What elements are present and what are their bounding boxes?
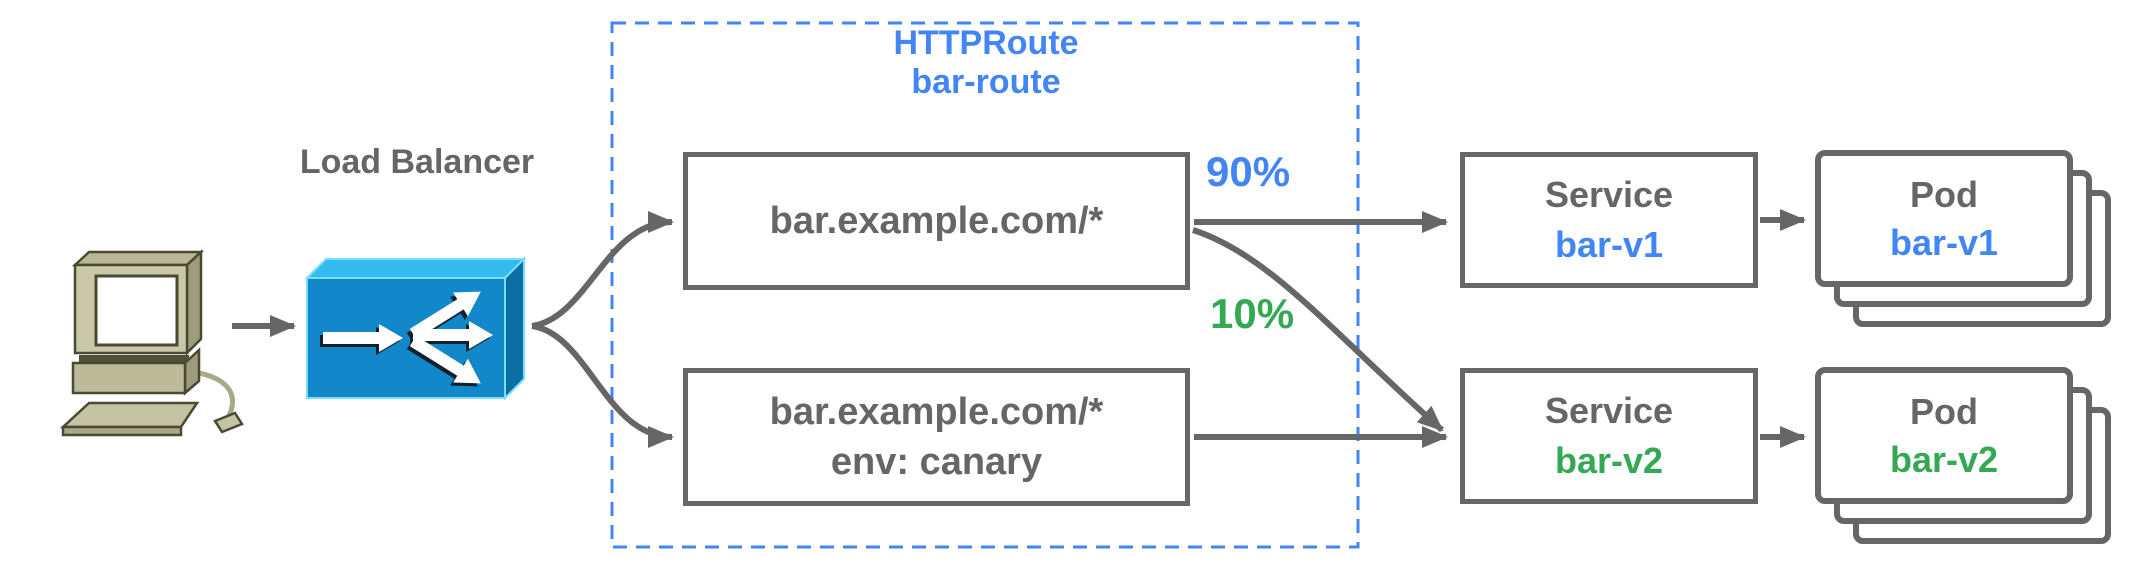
httproute-name: bar-route: [911, 63, 1061, 101]
httproute-boundary: [610, 21, 1360, 549]
load-balancer-icon: [304, 256, 527, 401]
arrow-rule1-to-service2-canary: [1192, 227, 1444, 433]
service-1-kind: Service: [1544, 174, 1674, 215]
arrow-lb-to-rule2: [531, 323, 674, 448]
load-balancer-label: Load Balancer: [299, 143, 535, 181]
service-box-bar-v1: Service bar-v1: [1460, 152, 1758, 288]
client-computer-icon: [59, 249, 244, 437]
pod-2-kind: Pod: [1910, 390, 1978, 432]
pod-1-kind: Pod: [1910, 173, 1978, 215]
service-2-kind: Service: [1544, 390, 1674, 431]
service-box-bar-v2: Service bar-v2: [1460, 368, 1758, 504]
route-rule-2-header: env: canary: [830, 441, 1043, 483]
route-rule-box-1: bar.example.com/*: [683, 152, 1190, 290]
weight-90-label: 90%: [1206, 148, 1291, 195]
pod-card-bar-v2: Pod bar-v2: [1815, 367, 2073, 504]
service-1-name: bar-v1: [1554, 224, 1664, 265]
pod-stack-bar-v2: Pod bar-v2: [1815, 367, 2115, 554]
httproute-kind: HTTPRoute: [893, 24, 1079, 62]
route-rule-box-2: bar.example.com/* env: canary: [683, 368, 1190, 506]
httproute-title: HTTPRoute bar-route: [786, 24, 1186, 102]
weight-10-label: 10%: [1210, 290, 1295, 337]
pod-2-name: bar-v2: [1889, 438, 1999, 480]
pod-1-name: bar-v1: [1889, 221, 1999, 263]
arrow-lb-to-rule1: [531, 211, 674, 329]
service-2-name: bar-v2: [1554, 440, 1664, 481]
pod-card-bar-v1: Pod bar-v1: [1815, 150, 2073, 287]
pod-stack-bar-v1: Pod bar-v1: [1815, 150, 2115, 337]
route-rule-2-match: bar.example.com/*: [769, 391, 1104, 433]
route-rule-1-match: bar.example.com/*: [769, 200, 1104, 242]
